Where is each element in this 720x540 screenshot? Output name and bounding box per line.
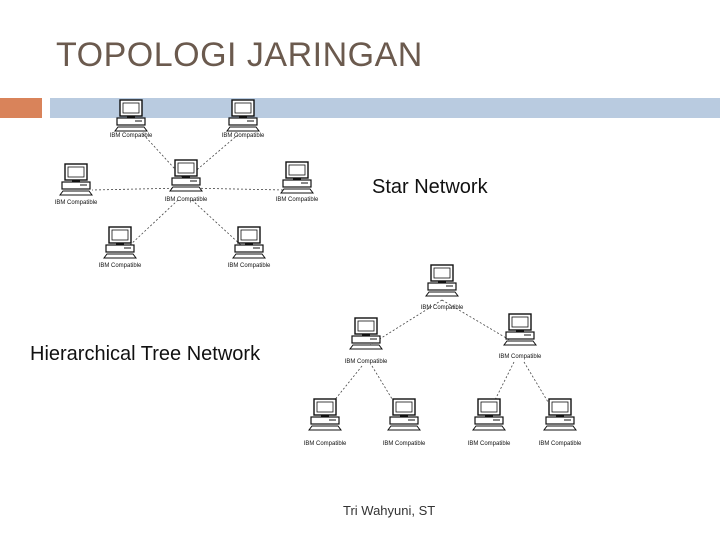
tree-node-mid-left-caption: IBM Compatible [345,359,388,365]
star-node-left: IBM Compatible [55,163,98,206]
star-node-top-right-caption: IBM Compatible [222,133,265,139]
tree-network-label: Hierarchical Tree Network [30,343,261,365]
star-node-bottom-right-caption: IBM Compatible [228,263,271,269]
star-node-right: IBM Compatible [276,161,319,203]
star-network-label: Star Network [372,176,488,198]
link-star-center-bottomleft [127,199,179,248]
star-node-center-caption: IBM Compatible [165,197,208,203]
link-root-midright [441,299,519,346]
tree-node-leaf-1: IBM Compatible [304,398,347,447]
slide-title: TOPOLOGI JARINGAN [56,36,423,74]
tree-node-root: IBM Compatible [421,264,464,311]
link-midright-leaf3 [488,361,515,413]
star-node-top-left-caption: IBM Compatible [110,133,153,139]
star-node-top-left: IBM Compatible [110,99,153,139]
accent-bar-orange [0,98,42,118]
link-star-center-left [91,187,186,191]
star-node-left-caption: IBM Compatible [55,200,98,206]
tree-node-leaf-4: IBM Compatible [539,398,582,447]
star-node-bottom-left: IBM Compatible [99,226,142,269]
tree-node-leaf-4-caption: IBM Compatible [539,441,582,447]
star-node-center: IBM Compatible [165,159,208,203]
footer-author: Tri Wahyuni, ST [343,503,436,518]
link-star-center-bottomright [191,199,244,248]
tree-node-mid-right: IBM Compatible [499,313,542,360]
star-node-top-right: IBM Compatible [222,99,265,139]
tree-node-leaf-3-caption: IBM Compatible [468,441,511,447]
star-node-right-caption: IBM Compatible [276,197,319,203]
tree-node-leaf-2: IBM Compatible [383,398,426,447]
link-star-center-right [184,187,286,191]
tree-node-mid-left: IBM Compatible [345,317,388,365]
tree-node-root-caption: IBM Compatible [421,305,464,311]
accent-bar-blue [50,98,720,118]
link-star-center-topleft [141,132,186,181]
tree-node-leaf-3: IBM Compatible [468,398,511,447]
tree-node-leaf-1-caption: IBM Compatible [304,441,347,447]
tree-node-leaf-2-caption: IBM Compatible [383,441,426,447]
tree-node-mid-right-caption: IBM Compatible [499,354,542,360]
star-node-bottom-left-caption: IBM Compatible [99,263,142,269]
star-node-bottom-right: IBM Compatible [228,226,271,269]
